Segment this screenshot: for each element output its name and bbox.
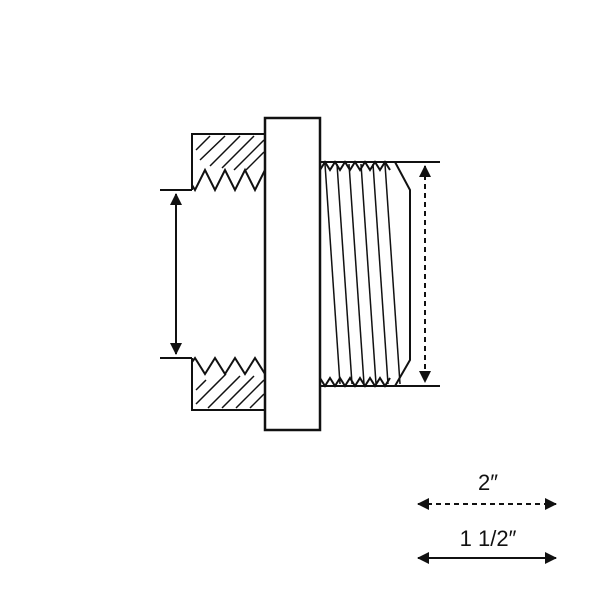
- male-thread: [319, 160, 411, 388]
- left-profile-lines: [160, 134, 193, 410]
- female-thread-bottom: [191, 356, 266, 411]
- right-extension-lines: [395, 161, 440, 387]
- legend: 2″ 1 1/2″: [417, 470, 557, 564]
- legend-dashed-label: 2″: [478, 470, 498, 495]
- female-thread-top: [191, 133, 266, 193]
- legend-solid-label: 1 1/2″: [460, 526, 517, 551]
- hex-flange: [263, 116, 322, 432]
